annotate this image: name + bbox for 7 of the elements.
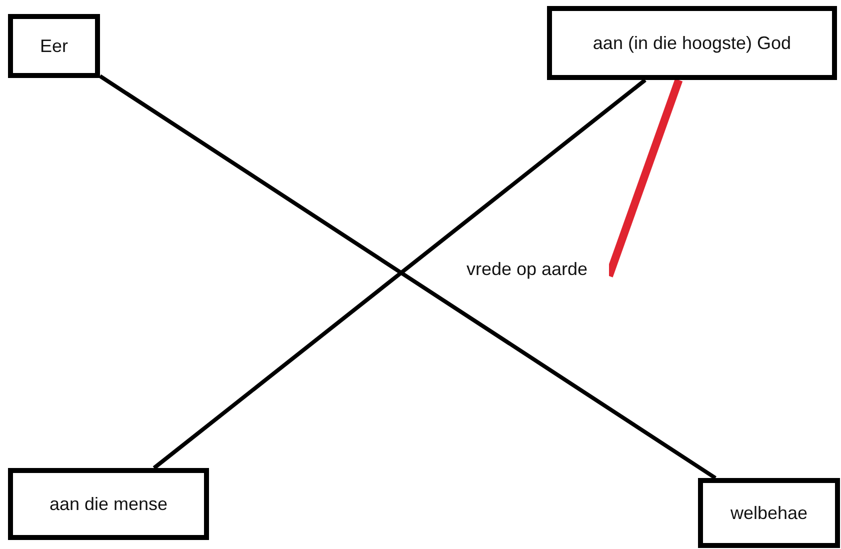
text-box: welbehae xyxy=(698,478,840,548)
text-box: Eer xyxy=(8,14,100,78)
text-box: aan die mense xyxy=(8,468,209,540)
connector-line xyxy=(98,74,716,480)
text-box: aan (in die hoogste) God xyxy=(547,6,837,80)
connector-line xyxy=(152,78,646,470)
node-label: vrede op aarde xyxy=(466,258,588,278)
